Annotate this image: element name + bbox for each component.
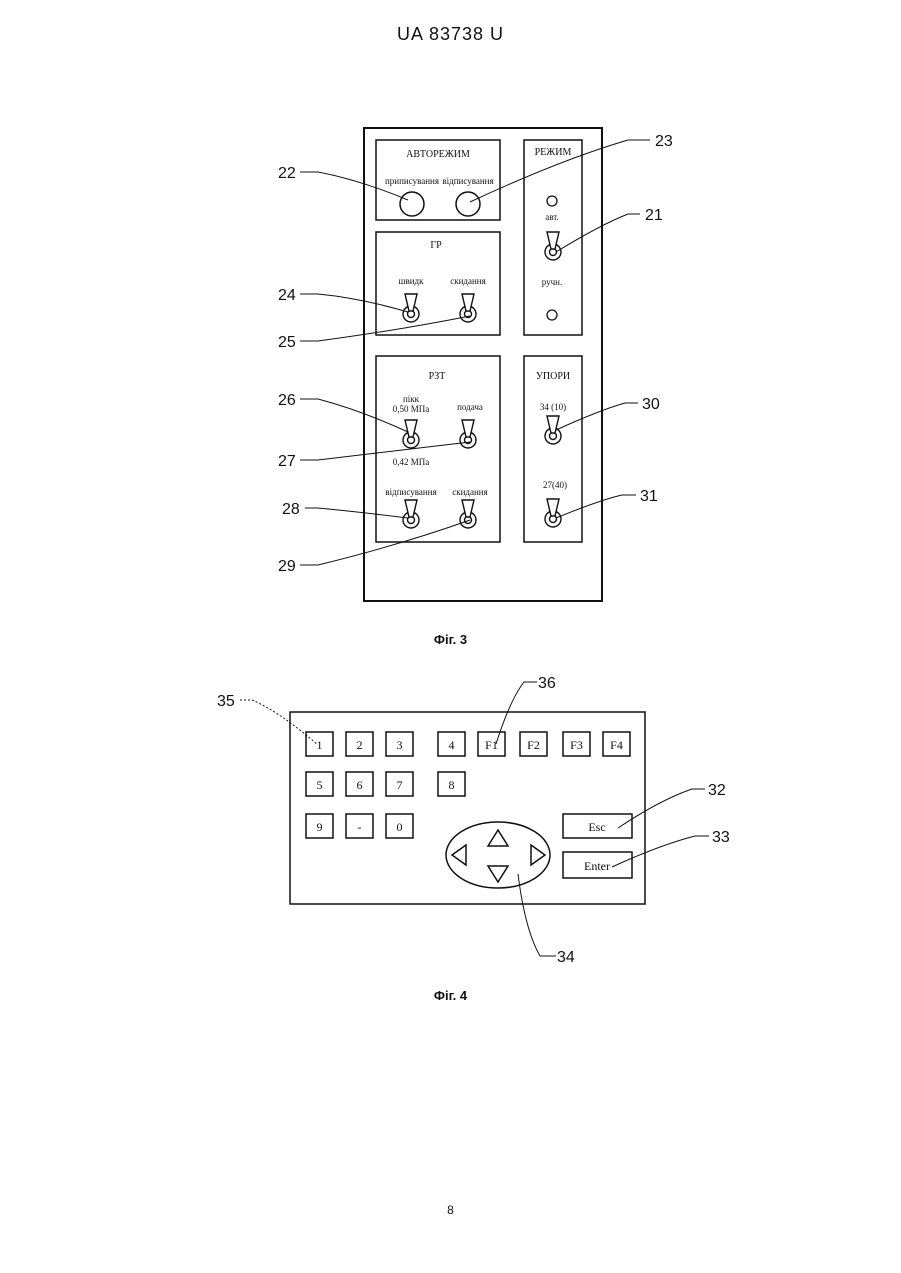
fig3-control-panel bbox=[364, 128, 602, 601]
fig3-leader-lines bbox=[300, 140, 650, 565]
arrow-pad-ellipse bbox=[446, 822, 550, 888]
fig4-reference-numbers: 35 36 32 33 34 bbox=[217, 675, 730, 966]
gr-right-label: скидання bbox=[450, 276, 486, 286]
key-4[interactable]: 4 bbox=[438, 732, 465, 756]
rezhim-toggle[interactable] bbox=[545, 232, 561, 260]
enter-key[interactable]: Enter bbox=[563, 852, 632, 878]
upory-title: УПОРИ bbox=[536, 371, 570, 382]
rzt-box bbox=[376, 356, 500, 542]
ref-24: 24 bbox=[278, 287, 296, 304]
key-label: - bbox=[358, 820, 362, 834]
ref-23: 23 bbox=[655, 133, 673, 150]
figure-4-caption: Фіг. 4 bbox=[0, 988, 901, 1003]
ref-28: 28 bbox=[282, 501, 300, 518]
ref-26: 26 bbox=[278, 392, 296, 409]
rezhim-title: РЕЖИМ bbox=[535, 147, 572, 158]
autorezhim-left-label: приписування bbox=[385, 176, 439, 186]
enter-label: Enter bbox=[584, 859, 610, 873]
arrow-down-icon[interactable] bbox=[488, 866, 508, 882]
key-label: 3 bbox=[397, 738, 403, 752]
autorezhim-right-button[interactable] bbox=[456, 192, 480, 216]
rzt-left-bottom-toggle[interactable] bbox=[403, 500, 419, 528]
rzt-left-value-2: 0,42 МПа bbox=[393, 457, 430, 467]
key-f1[interactable]: F1 bbox=[478, 732, 505, 756]
key-label: 0 bbox=[397, 820, 403, 834]
rzt-left-bottom-label: відписування bbox=[385, 487, 436, 497]
arrow-up-icon[interactable] bbox=[488, 830, 508, 846]
key-9[interactable]: 9 bbox=[306, 814, 333, 838]
key-label: 7 bbox=[397, 778, 403, 792]
key-label: 1 bbox=[317, 738, 323, 752]
ref-33: 33 bbox=[712, 829, 730, 846]
key-label: 4 bbox=[449, 738, 455, 752]
key-label: 2 bbox=[357, 738, 363, 752]
key-label: F3 bbox=[570, 738, 583, 752]
gr-left-label: швидк bbox=[399, 276, 425, 286]
key-label: 5 bbox=[317, 778, 323, 792]
key-label: 6 bbox=[357, 778, 363, 792]
ref-31: 31 bbox=[640, 488, 658, 505]
key-0[interactable]: 0 bbox=[386, 814, 413, 838]
rzt-right-bottom-label: скидання bbox=[452, 487, 488, 497]
upory-bottom-toggle[interactable] bbox=[545, 499, 561, 527]
ref-29: 29 bbox=[278, 558, 296, 575]
rzt-right-top-toggle[interactable] bbox=[460, 420, 476, 448]
key-label: F2 bbox=[527, 738, 540, 752]
key-3[interactable]: 3 bbox=[386, 732, 413, 756]
key-2[interactable]: 2 bbox=[346, 732, 373, 756]
rzt-right-bottom-toggle[interactable] bbox=[460, 500, 476, 528]
gr-title: ГР bbox=[430, 240, 442, 251]
key-label: 8 bbox=[449, 778, 455, 792]
key-5[interactable]: 5 bbox=[306, 772, 333, 796]
key-label: 9 bbox=[317, 820, 323, 834]
ref-21: 21 bbox=[645, 207, 663, 224]
key-f4[interactable]: F4 bbox=[603, 732, 630, 756]
key-label: F4 bbox=[610, 738, 623, 752]
autorezhim-left-button[interactable] bbox=[400, 192, 424, 216]
arrow-pad bbox=[446, 822, 550, 888]
figure-3-caption: Фіг. 3 bbox=[0, 632, 901, 647]
ref-32: 32 bbox=[708, 782, 726, 799]
gr-left-toggle[interactable] bbox=[403, 294, 419, 322]
ref-25: 25 bbox=[278, 334, 296, 351]
rzt-title: РЗТ bbox=[429, 371, 446, 382]
rezhim-auto-indicator bbox=[547, 196, 557, 206]
rzt-left-top-label: пікк bbox=[403, 394, 420, 404]
esc-label: Esc bbox=[588, 820, 605, 834]
page-number: 8 bbox=[0, 1203, 901, 1217]
key-6[interactable]: 6 bbox=[346, 772, 373, 796]
rzt-right-top-label: подача bbox=[457, 402, 483, 412]
ref-36: 36 bbox=[538, 675, 556, 692]
key-8[interactable]: 8 bbox=[438, 772, 465, 796]
ref-27: 27 bbox=[278, 453, 296, 470]
key-f2[interactable]: F2 bbox=[520, 732, 547, 756]
rezhim-manual-indicator bbox=[547, 310, 557, 320]
key-1[interactable]: 1 bbox=[306, 732, 333, 756]
rzt-left-value-1: 0,50 МПа bbox=[393, 404, 430, 414]
panel-outline bbox=[364, 128, 602, 601]
upory-top-toggle[interactable] bbox=[545, 416, 561, 444]
arrow-left-icon[interactable] bbox=[452, 845, 466, 865]
rzt-left-top-toggle[interactable] bbox=[403, 420, 419, 448]
key-label: F1 bbox=[485, 738, 498, 752]
rezhim-manual-label: ручн. bbox=[542, 277, 562, 287]
key-minus[interactable]: - bbox=[346, 814, 373, 838]
key-7[interactable]: 7 bbox=[386, 772, 413, 796]
upory-top-label: 34 (10) bbox=[540, 402, 566, 412]
ref-30: 30 bbox=[642, 396, 660, 413]
upory-bottom-label: 27(40) bbox=[543, 480, 567, 490]
rezhim-auto-label: авт. bbox=[545, 212, 559, 222]
arrow-right-icon[interactable] bbox=[531, 845, 545, 865]
ref-22: 22 bbox=[278, 165, 296, 182]
autorezhim-title: АВТОРЕЖИМ bbox=[406, 149, 470, 160]
key-f3[interactable]: F3 bbox=[563, 732, 590, 756]
autorezhim-right-label: відписування bbox=[442, 176, 493, 186]
ref-35: 35 bbox=[217, 693, 235, 710]
ref-34: 34 bbox=[557, 949, 575, 966]
